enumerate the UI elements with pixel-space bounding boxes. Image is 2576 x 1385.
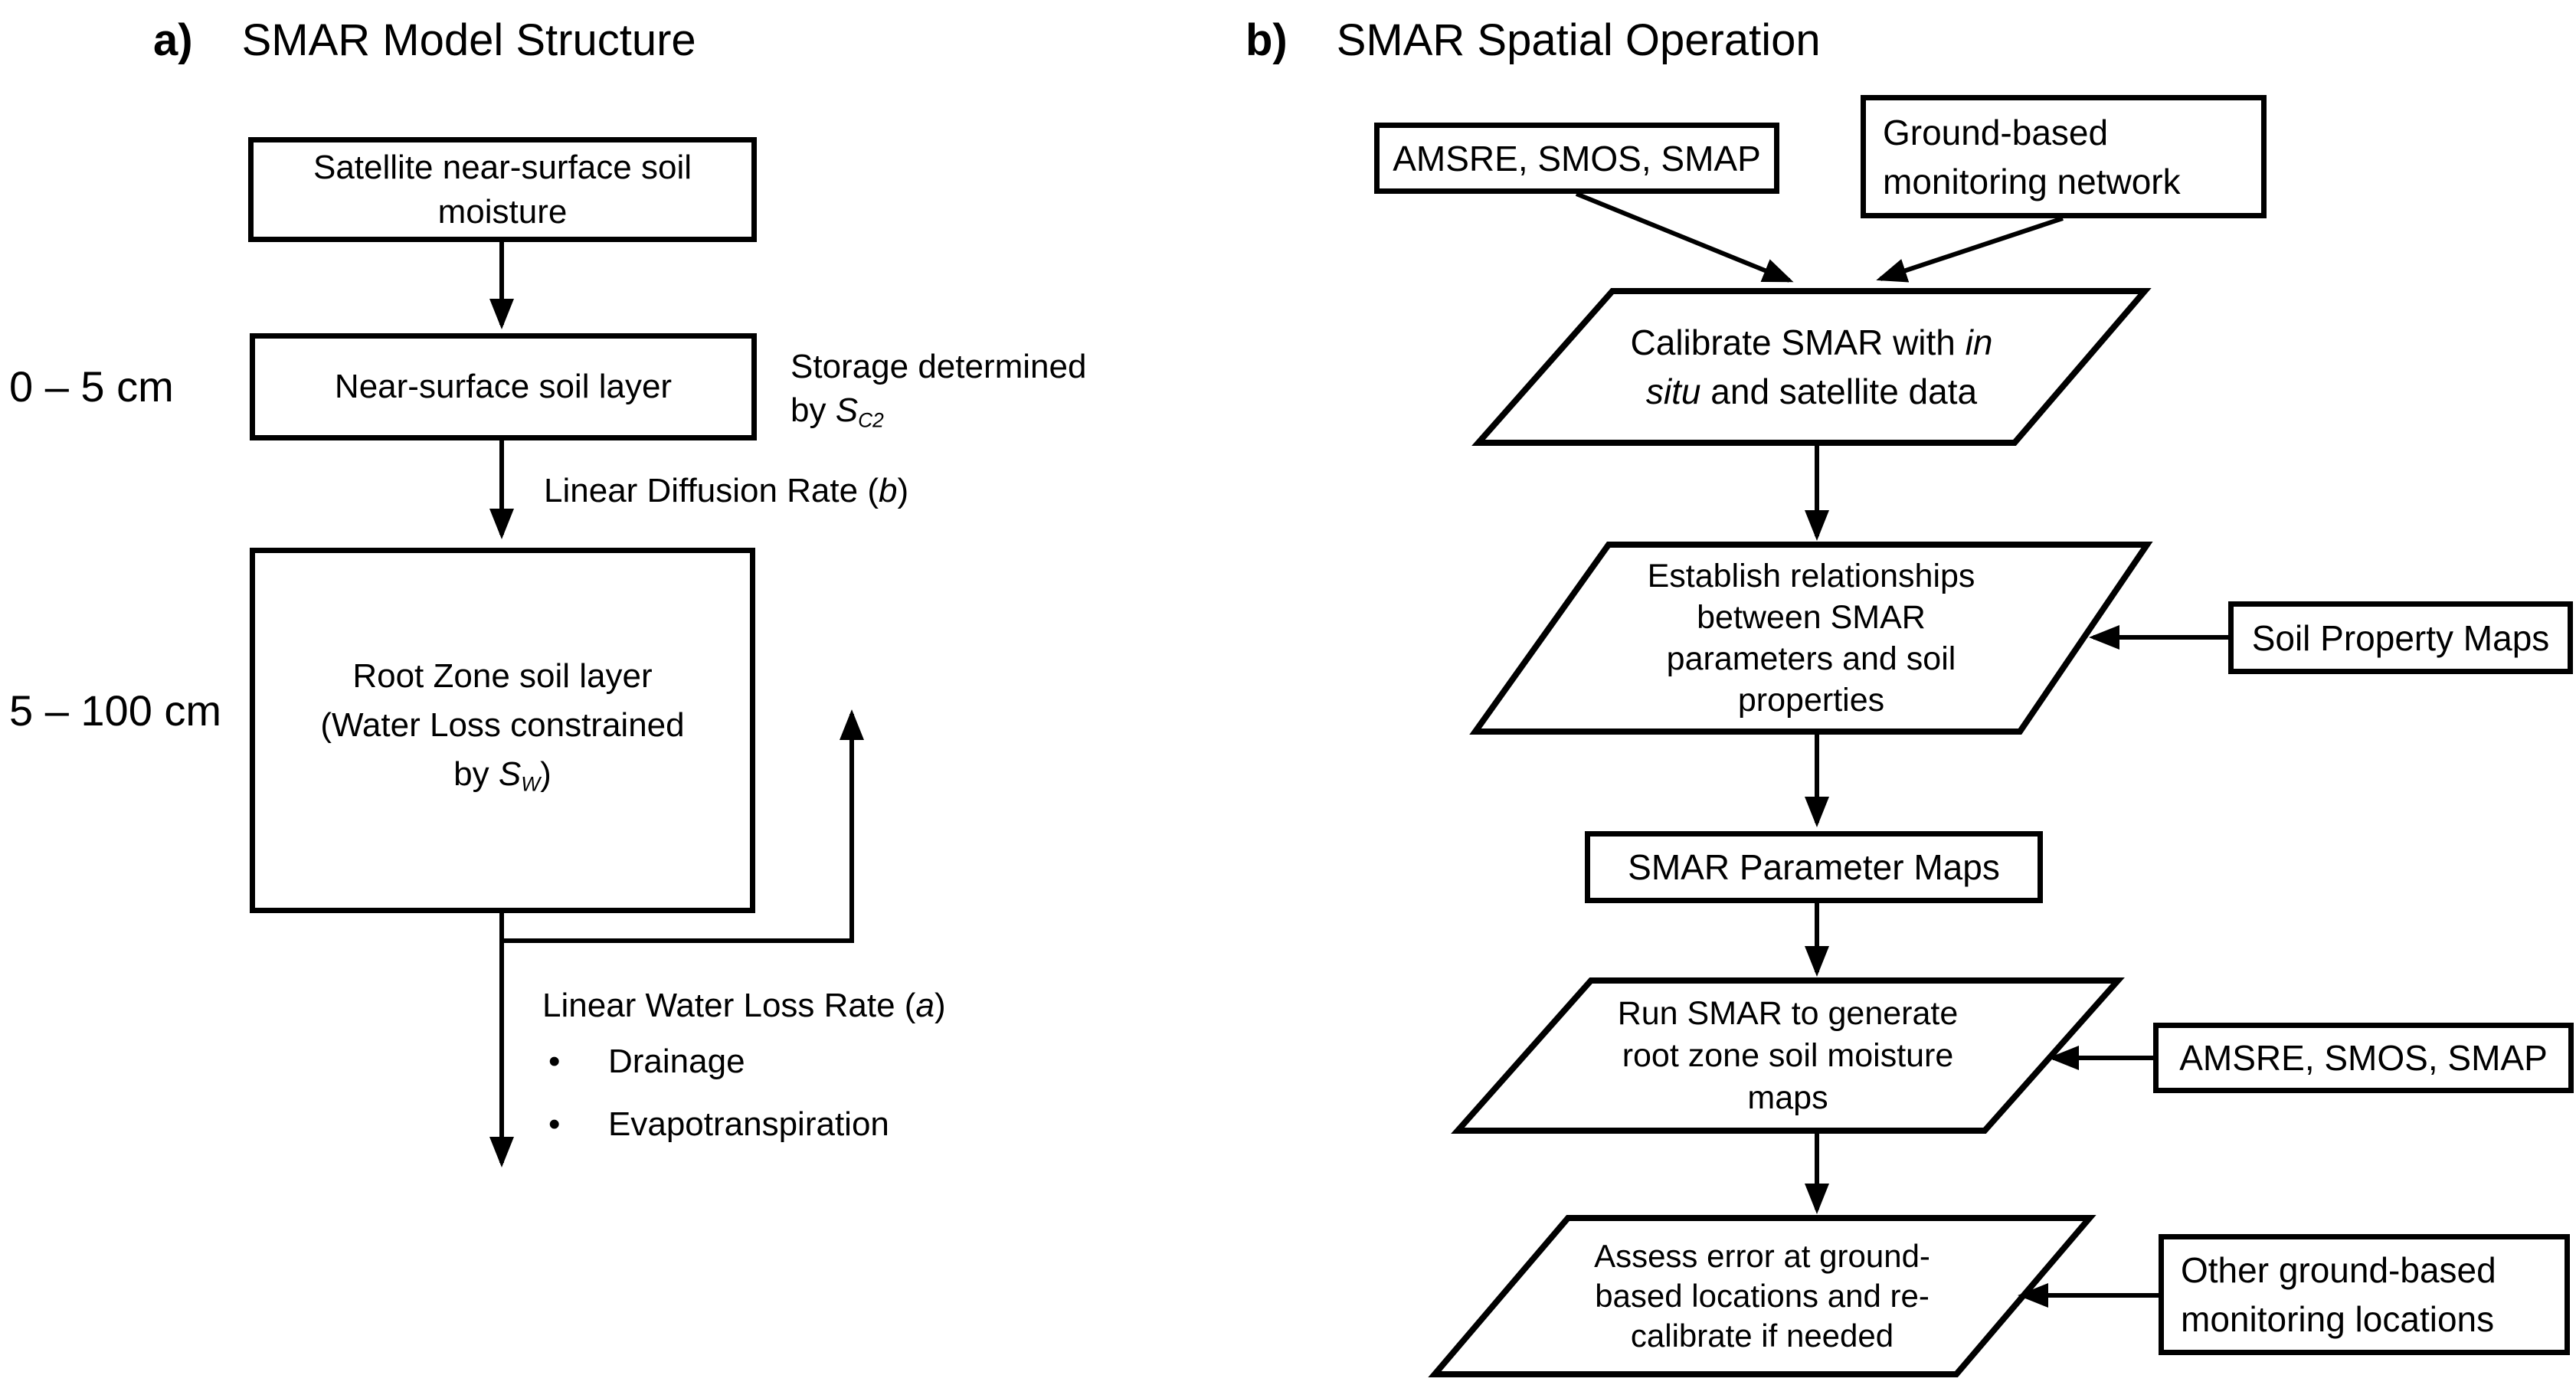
parallelogram-run-step bbox=[1451, 977, 2125, 1134]
step-run-smar-text: Run SMAR to generate root zone soil mois… bbox=[1458, 981, 2118, 1131]
text-segment: and satellite data bbox=[1700, 372, 1978, 411]
panel-b-heading: SMAR Spatial Operation bbox=[1336, 15, 1821, 65]
bullet-label: Drainage bbox=[608, 1043, 745, 1080]
node-text-line: root zone soil moisture bbox=[1622, 1036, 1954, 1074]
node-amsre-smos-smap-right: AMSRE, SMOS, SMAP bbox=[2153, 1023, 2574, 1093]
variable-s: S bbox=[498, 755, 522, 794]
edge-ground-network-to-calibrate bbox=[1876, 216, 2064, 283]
node-text-line: Other ground-based bbox=[2181, 1250, 2496, 1290]
node-amsre-smos-smap-top: AMSRE, SMOS, SMAP bbox=[1374, 123, 1779, 194]
node-text-line: Satellite near-surface soil bbox=[313, 148, 692, 186]
parallelogram-assess-step bbox=[1428, 1215, 2096, 1377]
node-text-line: Root Zone soil layer bbox=[352, 657, 653, 696]
variable-s: S bbox=[835, 391, 859, 429]
subscript-c2: C2 bbox=[858, 408, 884, 432]
subscript-w: W bbox=[521, 772, 541, 796]
diffusion-rate-note: Linear Diffusion Rate (b) bbox=[544, 469, 908, 512]
node-text-line: calibrate if needed bbox=[1630, 1318, 1894, 1354]
node-text-line: SMAR Parameter Maps bbox=[1628, 847, 2000, 887]
panel-a-heading: SMAR Model Structure bbox=[241, 15, 696, 65]
variable-a: a bbox=[915, 987, 934, 1024]
text-segment: ) bbox=[934, 987, 946, 1024]
node-other-ground-locations: Other ground-based monitoring locations bbox=[2159, 1234, 2570, 1355]
bullet-label: Evapotranspiration bbox=[608, 1105, 889, 1143]
node-text-line: between SMAR bbox=[1697, 599, 1926, 636]
node-text-line: by SW) bbox=[453, 750, 552, 808]
bullet-icon: • bbox=[548, 1043, 561, 1080]
storage-note-line1: Storage determined bbox=[790, 348, 1087, 385]
text-segment-italic: situ bbox=[1645, 372, 1701, 411]
depth-label-root-zone: 5 – 100 cm bbox=[9, 686, 222, 735]
depth-label-near-surface: 0 – 5 cm bbox=[9, 362, 174, 411]
node-text-line: Assess error at ground- bbox=[1594, 1238, 1930, 1274]
panel-b-title: b) SMAR Spatial Operation bbox=[1245, 14, 1821, 67]
node-text-line: Ground-based bbox=[1883, 112, 2109, 152]
water-loss-bullet-list: • Drainage • Evapotranspiration bbox=[548, 1040, 889, 1166]
bullet-icon: • bbox=[548, 1105, 561, 1143]
node-text-line: Calibrate SMAR with in bbox=[1631, 318, 1993, 367]
step-calibrate-smar-text: Calibrate SMAR with in situ and satellit… bbox=[1478, 291, 2145, 443]
text-segment: Calibrate SMAR with bbox=[1630, 323, 1966, 362]
node-text-line: Near-surface soil layer bbox=[334, 368, 673, 405]
node-text-line: monitoring network bbox=[1883, 161, 2181, 201]
step-assess-error-text: Assess error at ground- based locations … bbox=[1435, 1218, 2090, 1374]
node-text-line: AMSRE, SMOS, SMAP bbox=[2179, 1038, 2548, 1078]
node-text-line: moisture bbox=[437, 192, 568, 231]
step-establish-relationships-text: Establish relationships between SMAR par… bbox=[1475, 545, 2147, 732]
text-segment: Linear Diffusion Rate ( bbox=[544, 472, 879, 509]
water-loss-rate-note: Linear Water Loss Rate (a) bbox=[542, 984, 946, 1027]
edge-rootzone-feedback-up bbox=[502, 709, 864, 943]
parallelogram-establish-step bbox=[1469, 542, 2153, 735]
text-segment: by bbox=[453, 755, 499, 794]
node-text-line: based locations and re- bbox=[1595, 1278, 1930, 1314]
node-text-line: (Water Loss constrained bbox=[320, 706, 685, 745]
node-text-line: Run SMAR to generate bbox=[1617, 994, 1959, 1032]
list-item: • Evapotranspiration bbox=[548, 1103, 889, 1146]
text-segment: ) bbox=[540, 755, 552, 794]
node-satellite-soil-moisture: Satellite near-surface soil moisture bbox=[248, 137, 757, 242]
list-item: • Drainage bbox=[548, 1040, 889, 1083]
node-smar-parameter-maps: SMAR Parameter Maps bbox=[1585, 831, 2043, 903]
node-soil-property-maps: Soil Property Maps bbox=[2228, 601, 2573, 674]
text-segment-italic: in bbox=[1965, 323, 1993, 362]
storage-note-line2: by SC2 bbox=[790, 388, 1086, 442]
node-text-line: AMSRE, SMOS, SMAP bbox=[1393, 138, 1761, 178]
node-ground-monitoring-network: Ground-based monitoring network bbox=[1861, 95, 2267, 218]
panel-b-label: b) bbox=[1245, 15, 1288, 65]
storage-note: Storage determined by SC2 bbox=[790, 345, 1086, 442]
node-root-zone-layer: Root Zone soil layer (Water Loss constra… bbox=[250, 548, 755, 913]
edge-amsre-to-calibrate bbox=[1575, 192, 1794, 283]
node-text-line: maps bbox=[1747, 1079, 1828, 1116]
panel-a-label: a) bbox=[153, 15, 193, 65]
node-text-line: situ and satellite data bbox=[1646, 367, 1977, 416]
text-segment: ) bbox=[897, 472, 909, 509]
node-text-line: Establish relationships bbox=[1647, 558, 1975, 594]
variable-b: b bbox=[878, 472, 898, 509]
node-text-line: monitoring locations bbox=[2181, 1299, 2495, 1339]
node-text-line: parameters and soil bbox=[1666, 640, 1956, 677]
text-segment: by bbox=[790, 391, 836, 429]
text-segment: Linear Water Loss Rate ( bbox=[542, 987, 916, 1024]
node-near-surface-layer: Near-surface soil layer bbox=[250, 333, 757, 440]
node-text-line: properties bbox=[1737, 682, 1885, 719]
parallelogram-calibrate-step bbox=[1471, 288, 2152, 446]
node-text-line: Soil Property Maps bbox=[2251, 617, 2550, 658]
panel-a-title: a) SMAR Model Structure bbox=[153, 14, 696, 67]
